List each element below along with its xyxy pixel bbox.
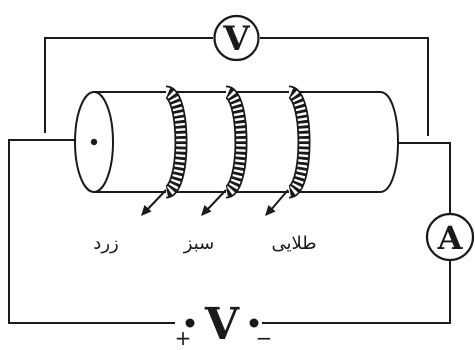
band-label-yellow: زرد: [93, 233, 118, 254]
color-band-yellow: [163, 85, 188, 199]
color-band-green: [223, 85, 248, 199]
resistor-lead-point: [90, 138, 98, 146]
voltage-source: V + −: [175, 299, 273, 350]
source-negative-terminal: [249, 318, 259, 328]
source-positive-terminal: [185, 318, 195, 328]
arrow-green: [201, 189, 227, 216]
arrow-gold: [265, 189, 289, 216]
voltmeter-wires: [44, 37, 429, 136]
voltmeter-symbol: V: [222, 19, 250, 59]
ammeter: A: [425, 212, 475, 262]
band-label-green: سبز: [183, 233, 214, 254]
source-plus-sign: +: [175, 326, 192, 350]
source-minus-sign: −: [256, 326, 273, 350]
resistor: [74, 85, 399, 199]
voltmeter: V: [213, 14, 260, 62]
ammeter-symbol: A: [437, 219, 464, 257]
band-pointer-arrows: [141, 189, 289, 216]
color-band-gold: [286, 85, 311, 199]
source-symbol: V: [204, 299, 240, 350]
arrow-yellow: [141, 189, 167, 216]
band-label-gold: طلایی: [271, 233, 316, 254]
